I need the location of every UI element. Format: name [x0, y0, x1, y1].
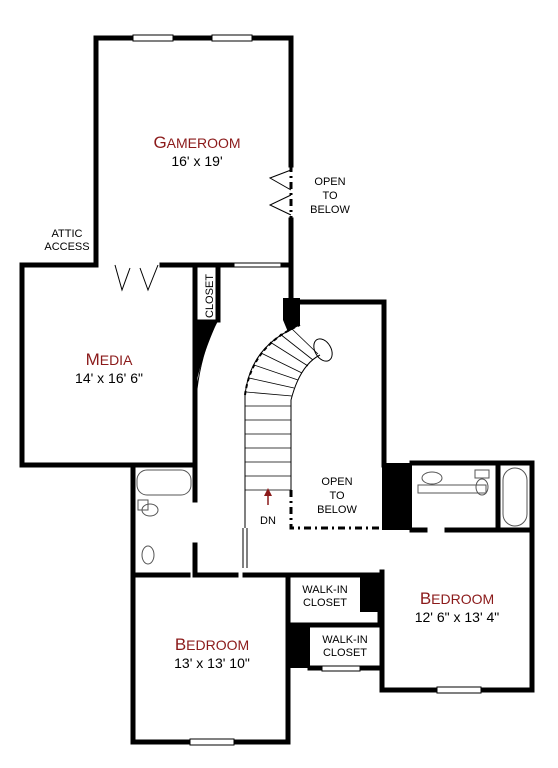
svg-text:BELOW: BELOW: [310, 204, 350, 216]
closet-small: [195, 265, 221, 323]
open-to-below-label-1: OPEN TO BELOW: [310, 176, 350, 216]
walk-in-closet-label-1: WALK-IN CLOSET: [302, 584, 347, 609]
bedroom-right-walls: [379, 460, 535, 694]
closet-label: CLOSET: [204, 274, 216, 318]
bedroom-left-dimensions: 13' x 13' 10": [174, 655, 250, 671]
gameroom-title: GAMEROOM: [153, 133, 240, 152]
media-walls: [19, 262, 218, 468]
svg-text:CLOSET: CLOSET: [303, 597, 347, 609]
bedroom-right-title: BEDROOM: [420, 589, 494, 608]
attic-access-label: ATTIC ACCESS: [44, 228, 89, 253]
svg-text:WALK-IN: WALK-IN: [302, 584, 347, 596]
bedroom-right-dimensions: 12' 6" x 13' 4": [415, 609, 500, 625]
svg-text:ATTIC: ATTIC: [52, 228, 83, 240]
svg-text:OPEN: OPEN: [314, 176, 345, 188]
media-dimensions: 14' x 16' 6": [75, 370, 143, 386]
bedroom-left-title: BEDROOM: [175, 635, 249, 654]
svg-text:ACCESS: ACCESS: [44, 241, 89, 253]
svg-text:CLOSET: CLOSET: [323, 647, 367, 659]
svg-text:TO: TO: [329, 490, 345, 502]
bedroom-left-walls: [130, 462, 383, 746]
gameroom-dimensions: 16' x 19': [171, 153, 222, 169]
walk-in-closet-label-2: WALK-IN CLOSET: [322, 634, 367, 659]
stairs-down-label: DN: [260, 515, 276, 527]
open-to-below-label-2: OPEN TO BELOW: [317, 476, 357, 516]
svg-text:WALK-IN: WALK-IN: [322, 634, 367, 646]
svg-text:OPEN: OPEN: [321, 476, 352, 488]
stair-walls: [193, 262, 387, 530]
media-title: MEDIA: [86, 350, 134, 369]
svg-text:BELOW: BELOW: [317, 504, 357, 516]
svg-text:TO: TO: [322, 190, 338, 202]
staircase: [244, 324, 333, 528]
